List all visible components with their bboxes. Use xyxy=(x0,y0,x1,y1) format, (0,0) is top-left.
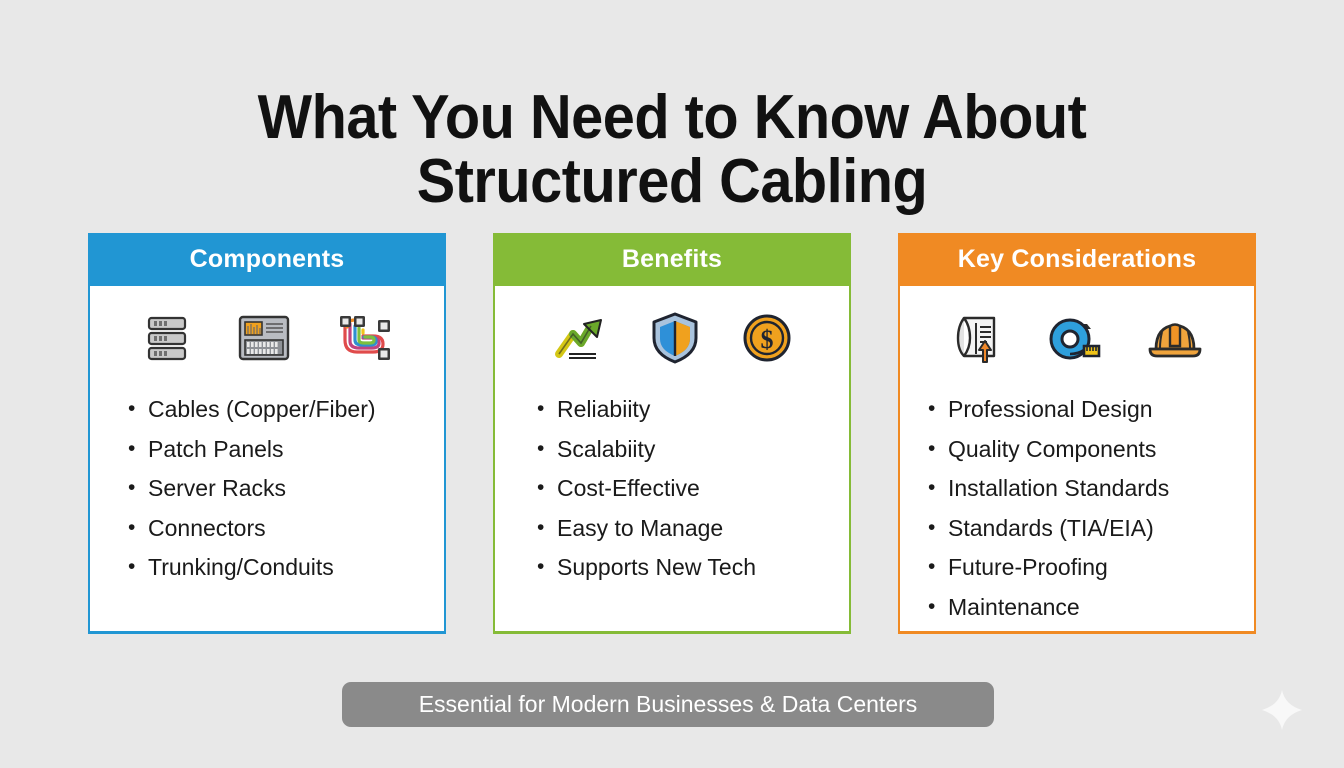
card-body-benefits: $ Reliabiity Scalabiity Cost-Effective E… xyxy=(495,286,849,631)
growth-arrow-icon xyxy=(555,319,602,359)
card-body-key-considerations: Professional Design Quality Components I… xyxy=(900,286,1254,631)
list-item: Cost-Effective xyxy=(537,468,849,509)
list-item: Future-Proofing xyxy=(928,547,1254,588)
page-title-line-1: What You Need to Know About xyxy=(257,82,1087,152)
list-item: Reliabiity xyxy=(537,389,849,430)
bullet-list-key-considerations: Professional Design Quality Components I… xyxy=(900,389,1254,628)
card-key-considerations: Key Considerations xyxy=(898,233,1256,634)
card-components: Components xyxy=(88,233,446,634)
icon-row-components xyxy=(90,308,444,368)
list-item: Cables (Copper/Fiber) xyxy=(128,389,444,430)
list-item: Server Racks xyxy=(128,468,444,509)
list-item: Quality Components xyxy=(928,429,1254,470)
card-body-components: Cables (Copper/Fiber) Patch Panels Serve… xyxy=(90,286,444,631)
shield-icon xyxy=(652,312,698,364)
footer-banner-text: Essential for Modern Businesses & Data C… xyxy=(418,691,918,717)
icon-row-benefits: $ xyxy=(495,308,849,368)
list-item: Scalabiity xyxy=(537,429,849,470)
bullet-list-benefits: Reliabiity Scalabiity Cost-Effective Eas… xyxy=(495,389,849,588)
list-item: Maintenance xyxy=(928,587,1254,628)
server-rack-icon xyxy=(147,316,187,361)
list-item: Supports New Tech xyxy=(537,547,849,588)
sparkle-icon xyxy=(1262,690,1302,730)
list-item: Standards (TIA/EIA) xyxy=(928,508,1254,549)
list-item: Professional Design xyxy=(928,389,1254,430)
dollar-coin-icon: $ xyxy=(743,314,791,362)
card-row: Components xyxy=(88,233,1256,634)
list-item: Patch Panels xyxy=(128,429,444,470)
card-header-benefits: Benefits xyxy=(493,233,851,286)
page-title: What You Need to Know About Structured C… xyxy=(47,82,1297,216)
icon-row-key-considerations xyxy=(900,308,1254,368)
network-cables-icon xyxy=(340,316,390,360)
card-header-key-considerations: Key Considerations xyxy=(898,233,1256,286)
list-item: Trunking/Conduits xyxy=(128,547,444,588)
tape-measure-icon xyxy=(1049,318,1101,360)
list-item: Easy to Manage xyxy=(537,508,849,549)
bullet-list-components: Cables (Copper/Fiber) Patch Panels Serve… xyxy=(90,389,444,588)
patch-panel-icon xyxy=(238,315,290,361)
blueprint-icon xyxy=(956,316,996,363)
card-header-components: Components xyxy=(88,233,446,286)
svg-text:$: $ xyxy=(761,325,774,354)
card-benefits: Benefits xyxy=(493,233,851,634)
list-item: Connectors xyxy=(128,508,444,549)
page-title-line-2: Structured Cabling xyxy=(416,146,928,216)
footer-banner: Essential for Modern Businesses & Data C… xyxy=(342,682,994,727)
hard-hat-icon xyxy=(1148,323,1202,358)
list-item: Installation Standards xyxy=(928,468,1254,509)
